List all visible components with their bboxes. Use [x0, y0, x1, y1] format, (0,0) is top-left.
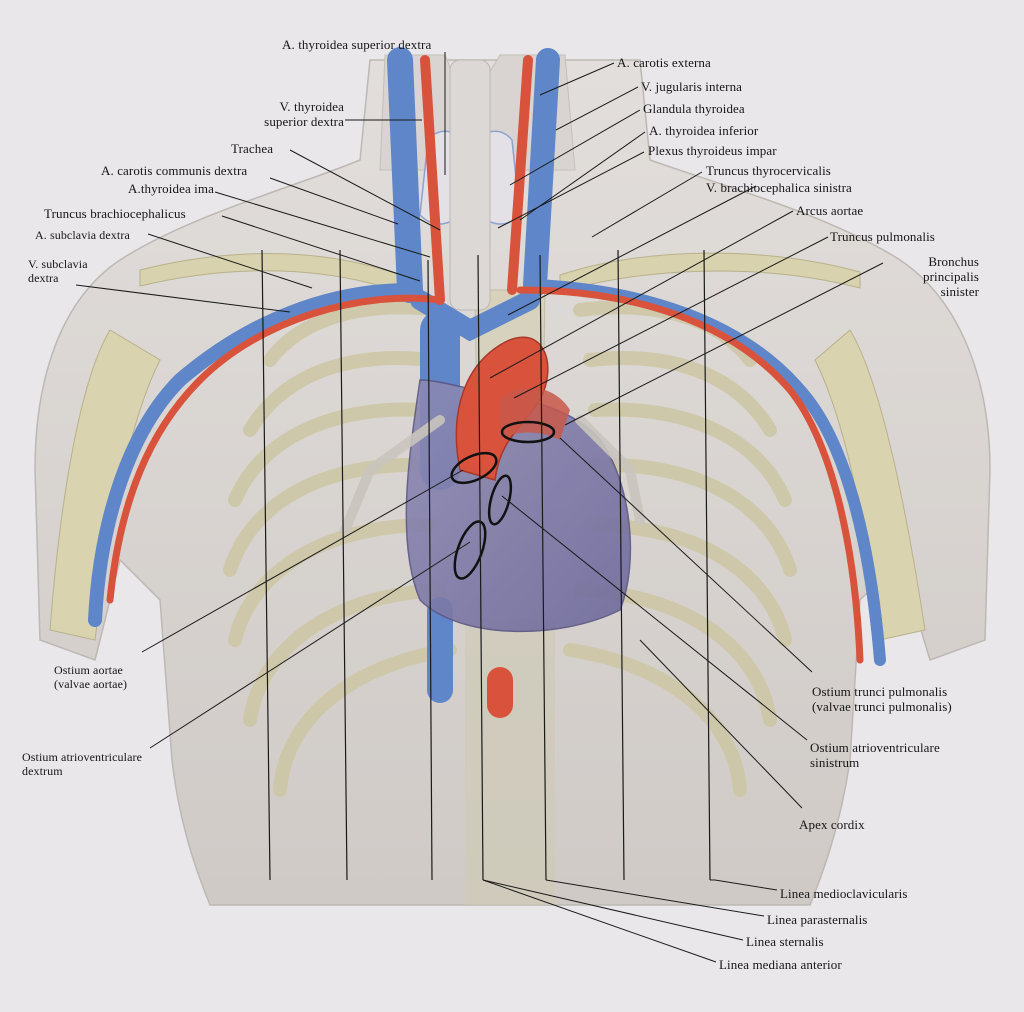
label-truncus-brachiocephalicus: Truncus brachiocephalicus: [44, 206, 186, 221]
label-ostium-atrioventriculare-sinistrum: Ostium atrioventriculare sinistrum: [810, 740, 940, 770]
label-trachea: Trachea: [231, 141, 274, 156]
label-apex-cordis: Apex cordix: [799, 817, 865, 832]
humerus-right: [49, 329, 161, 641]
trachea: [449, 59, 491, 311]
label-glandula-thyroidea: Glandula thyroidea: [643, 101, 745, 116]
label-linea-sternalis: Linea sternalis: [746, 934, 824, 949]
vertebral-column: [465, 620, 555, 905]
label-truncus-thyrocervicalis: Truncus thyrocervicalis: [706, 163, 831, 178]
label-jugularis-interna: V. jugularis interna: [641, 79, 743, 94]
clavicle-left: [559, 252, 861, 293]
label-linea-parasternalis: Linea parasternalis: [767, 912, 868, 927]
label-ostium-atrioventriculare-dextrum: Ostium atrioventriculare dextrum: [22, 750, 143, 778]
label-ostium-trunci-pulmonalis: Ostium trunci pulmonalis (valvae trunci …: [812, 684, 952, 714]
label-brachiocephalica-sinistra: V. brachiocephalica sinistra: [706, 180, 852, 195]
label-carotis-communis-dextra: A. carotis communis dextra: [101, 163, 248, 178]
label-plexus-thyroideus-impar: Plexus thyroideus impar: [648, 143, 777, 158]
arteries: [106, 55, 864, 718]
label-truncus-pulmonalis: Truncus pulmonalis: [830, 229, 935, 244]
label-v-thyroidea-superior-dextra: V. thyroidea superior dextra: [264, 99, 344, 129]
label-subclavia-dextra: A. subclavia dextra: [35, 228, 130, 242]
leader-lines: [75, 52, 884, 963]
label-thyroidea-superior-dextra: A. thyroidea superior dextra: [282, 37, 432, 52]
label-linea-medioclavicularis: Linea medioclavicularis: [780, 886, 908, 901]
reference-lines: [261, 249, 711, 881]
bronchi: [340, 415, 645, 535]
label-arcus-aortae: Arcus aortae: [796, 203, 864, 218]
label-bronchus-principalis-sinister: Bronchus principalis sinister: [923, 254, 979, 299]
label-thyroidea-inferior: A. thyroidea inferior: [649, 123, 759, 138]
clavicle-right: [139, 253, 401, 293]
label-thyroidea-ima: A.thyroidea ima: [128, 181, 214, 196]
label-linea-mediana-anterior: Linea mediana anterior: [719, 957, 842, 972]
label-carotis-externa: A. carotis externa: [617, 55, 711, 70]
label-v-subclavia-dextra: V. subclavia dextra: [28, 257, 88, 285]
label-ostium-aortae: Ostium aortae (valvae aortae): [54, 663, 128, 691]
